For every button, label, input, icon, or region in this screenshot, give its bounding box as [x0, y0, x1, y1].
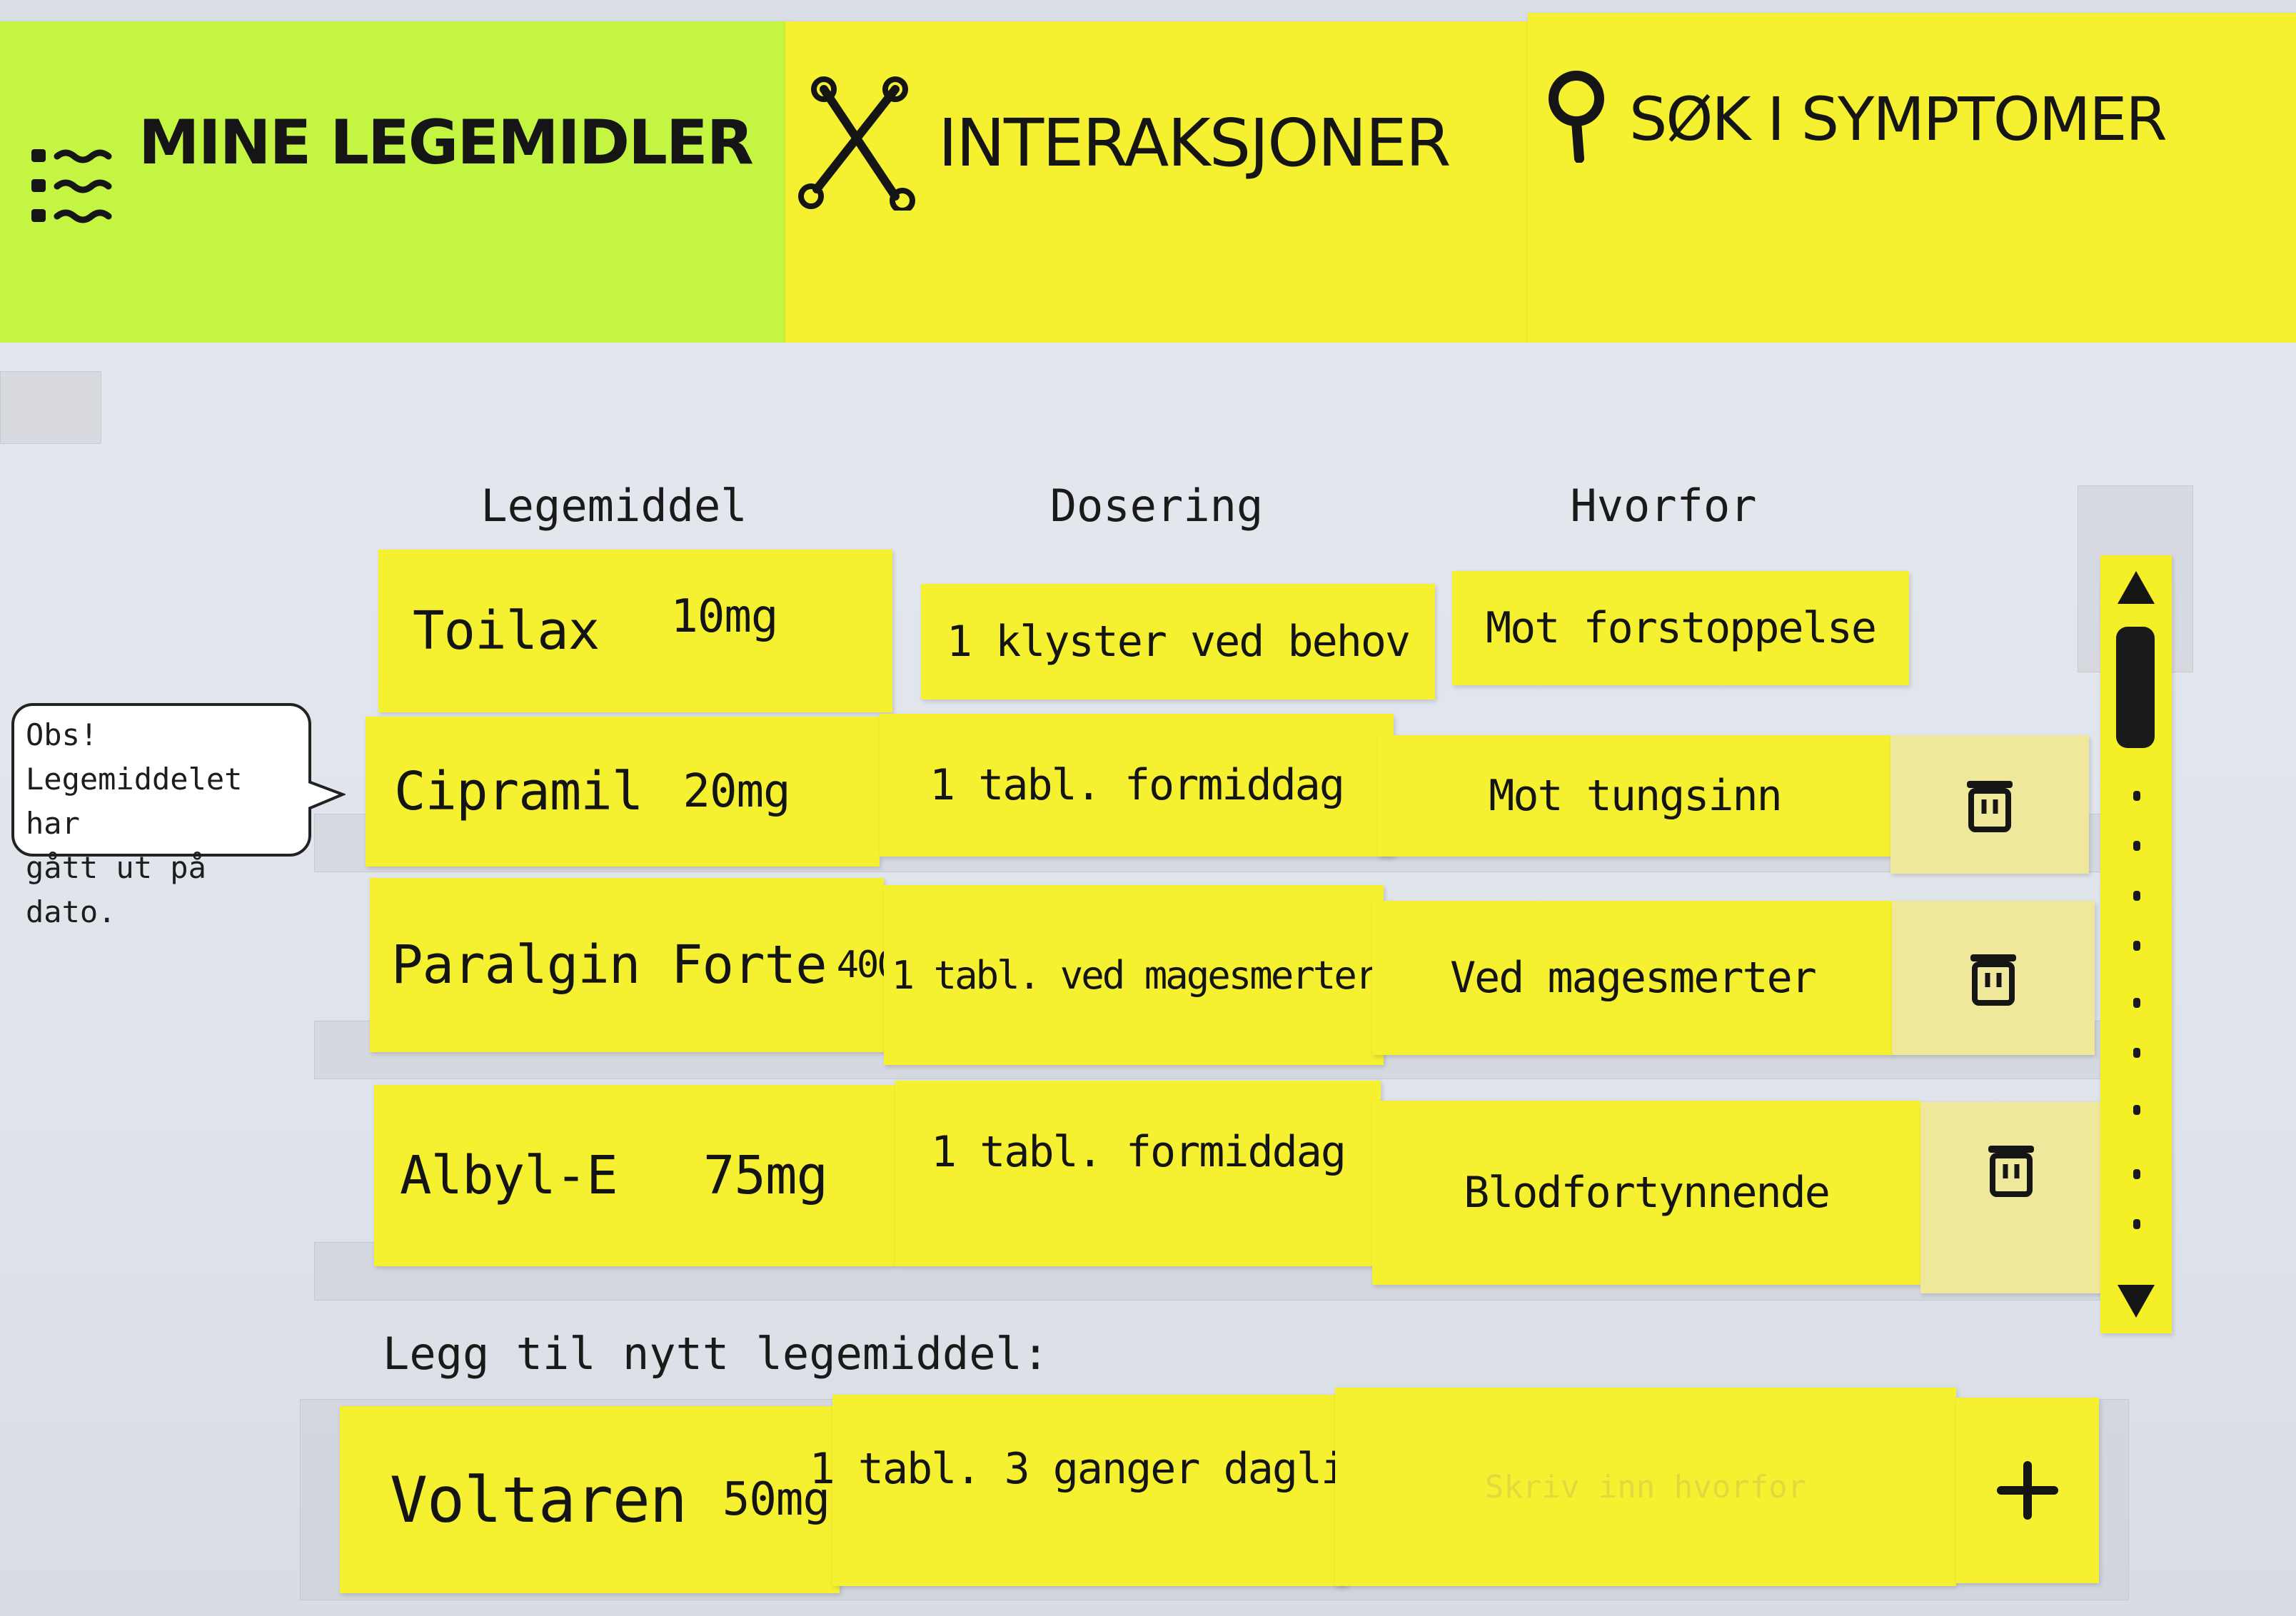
- reason-text: Mot forstoppelse: [1486, 603, 1877, 653]
- reason-cell[interactable]: Mot tungsinn: [1378, 735, 1892, 857]
- drug-name: Paralgin Forte: [391, 934, 827, 996]
- dosage-cell[interactable]: 1 tabl. formiddag: [895, 1081, 1381, 1266]
- drug-strength: 75mg: [703, 1145, 828, 1206]
- column-header-legemiddel: Legemiddel: [480, 480, 747, 532]
- scroll-dot: [2133, 1169, 2140, 1179]
- new-drug-name: Voltaren: [390, 1463, 688, 1537]
- plus-icon: [1995, 1458, 2060, 1522]
- scroll-dot: [2133, 891, 2140, 901]
- tab-sok-i-symptomer[interactable]: SØK I SYMPTOMER: [1528, 13, 2296, 347]
- drug-cell[interactable]: Paralgin Forte 400mg: [370, 878, 940, 1052]
- scroll-dot: [2133, 791, 2140, 801]
- new-dosage-input[interactable]: 1 tabl. 3 ganger daglig: [810, 1395, 1371, 1586]
- reason-text: Mot tungsinn: [1489, 771, 1782, 821]
- bubble-tail: [308, 779, 347, 812]
- dosage-cell[interactable]: 1 tabl. ved magesmerter: [884, 885, 1384, 1065]
- add-medication-label: Legg til nytt legemiddel:: [383, 1328, 1049, 1380]
- warning-line: gått ut på dato.: [26, 850, 206, 929]
- trash-icon: [1961, 777, 2018, 832]
- dosage-text: 1 tabl. ved magesmerter: [891, 952, 1379, 998]
- new-dosage-text: 1 tabl. 3 ganger daglig: [809, 1444, 1371, 1494]
- scroll-dot: [2133, 1105, 2140, 1115]
- dosage-cell[interactable]: 1 klyster ved behov: [921, 584, 1435, 700]
- column-header-dosering: Dosering: [1049, 480, 1264, 532]
- drug-name: Albyl-E: [400, 1145, 618, 1206]
- trash-icon: [1965, 950, 2022, 1006]
- reason-cell[interactable]: Ved magesmerter: [1372, 901, 1893, 1055]
- drug-strength: 10mg: [670, 590, 778, 643]
- new-reason-placeholder: Skriv inn hvorfor: [1484, 1468, 1807, 1505]
- tab-interaksjoner[interactable]: INTERAKSJONER: [785, 21, 1541, 350]
- drug-cell[interactable]: Toilax 10mg: [378, 550, 892, 712]
- new-drug-input[interactable]: Voltaren 50mg: [340, 1406, 840, 1593]
- list-icon: [29, 139, 121, 232]
- add-button[interactable]: [1956, 1398, 2099, 1583]
- tab-mine-legemidler[interactable]: MINE LEGEMIDLER: [0, 21, 792, 350]
- scroll-up-arrow-icon[interactable]: [2116, 570, 2156, 605]
- dosage-text: 1 tabl. formiddag: [930, 1127, 1346, 1177]
- tab-label: INTERAKSJONER: [938, 104, 1451, 181]
- drug-cell[interactable]: Albyl-E 75mg: [374, 1085, 895, 1266]
- dosage-text: 1 klyster ved behov: [946, 617, 1411, 667]
- new-reason-input[interactable]: Skriv inn hvorfor: [1335, 1388, 1956, 1586]
- scroll-dot: [2133, 998, 2140, 1008]
- drug-strength: 20mg: [683, 765, 790, 818]
- scroll-dot: [2133, 941, 2140, 951]
- tape-strip: [0, 371, 101, 444]
- reason-text: Blodfortynnende: [1464, 1168, 1831, 1218]
- scroll-thumb[interactable]: [2116, 627, 2155, 748]
- reason-text: Ved magesmerter: [1450, 953, 1817, 1003]
- tab-label: SØK I SYMPTOMER: [1629, 84, 2167, 154]
- delete-button[interactable]: [1920, 1102, 2102, 1293]
- expired-warning-bubble: Obs! Legemiddelet har gått ut på dato.: [11, 703, 347, 929]
- delete-button[interactable]: [1892, 901, 2095, 1055]
- tab-label: MINE LEGEMIDLER: [139, 107, 754, 178]
- scroll-dot: [2133, 1048, 2140, 1058]
- dosage-cell[interactable]: 1 tabl. formiddag: [880, 714, 1394, 857]
- interaction-icon: [795, 75, 917, 211]
- trash-icon: [1983, 1141, 2040, 1197]
- drug-name: Toilax: [413, 600, 600, 662]
- column-header-hvorfor: Hvorfor: [1570, 480, 1757, 532]
- drug-name: Cipramil: [394, 761, 643, 822]
- dosage-text: 1 tabl. formiddag: [929, 760, 1345, 810]
- scroll-down-arrow-icon[interactable]: [2116, 1283, 2156, 1319]
- scrollbar[interactable]: [2100, 555, 2172, 1333]
- drug-cell[interactable]: Cipramil 20mg: [366, 717, 880, 867]
- reason-cell[interactable]: Mot forstoppelse: [1452, 571, 1909, 685]
- scroll-dot: [2133, 1219, 2140, 1229]
- new-drug-strength: 50mg: [722, 1473, 830, 1526]
- search-icon: [1542, 70, 1621, 163]
- scroll-dot: [2133, 841, 2140, 851]
- warning-line: Obs!: [26, 717, 99, 752]
- delete-button[interactable]: [1890, 735, 2089, 874]
- warning-line: Legemiddelet har: [26, 762, 243, 841]
- reason-cell[interactable]: Blodfortynnende: [1372, 1101, 1920, 1285]
